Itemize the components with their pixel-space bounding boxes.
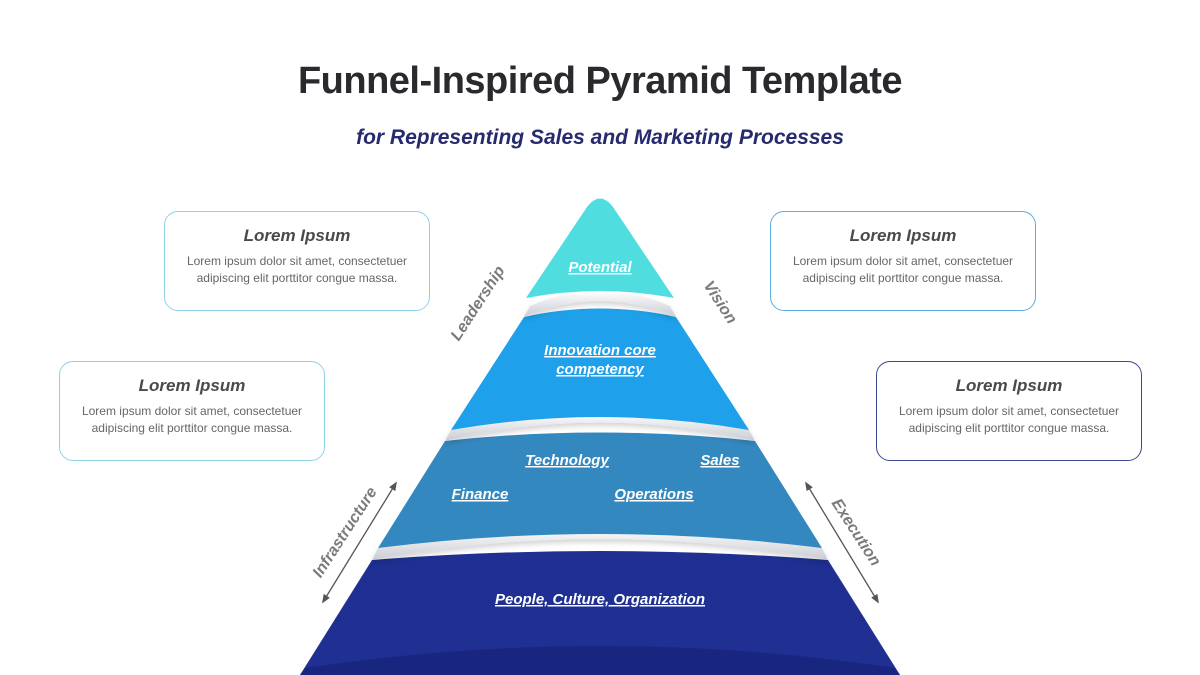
level-2-label-line1: Innovation core [544,342,656,359]
card-heading: Lorem Ipsum [138,376,246,395]
info-card-top-right: Lorem Ipsum Lorem ipsum dolor sit amet, … [770,211,1036,311]
level-3-technology: Technology [525,452,609,469]
card-heading: Lorem Ipsum [849,226,957,245]
pyramid-level-3 [378,432,822,548]
level-3-operations: Operations [614,486,693,503]
pyramid-separator [524,291,676,317]
info-card-mid-left: Lorem Ipsum Lorem ipsum dolor sit amet, … [59,361,325,461]
level-4-label: People, Culture, Organization [495,591,705,608]
side-label-vision: Vision [700,278,740,327]
level-3-sales: Sales [700,452,739,469]
card-heading: Lorem Ipsum [243,226,351,245]
side-label-leadership: Leadership [448,263,509,344]
card-body: Lorem ipsum dolor sit amet, consectetuer… [792,254,1014,285]
pyramid-level-2 [451,308,749,430]
pyramid-level-4 [300,551,900,675]
card-body: Lorem ipsum dolor sit amet, consectetuer… [186,254,408,285]
info-card-mid-right: Lorem Ipsum Lorem ipsum dolor sit amet, … [876,361,1142,461]
level-3-finance: Finance [452,486,509,503]
double-arrow-left [322,481,397,604]
card-body: Lorem ipsum dolor sit amet, consectetuer… [81,404,303,435]
page-subtitle: for Representing Sales and Marketing Pro… [356,126,844,149]
page-title: Funnel-Inspired Pyramid Template [297,60,903,102]
card-body: Lorem ipsum dolor sit amet, consectetuer… [898,404,1120,435]
level-2-label-line2: competency [556,361,644,378]
pyramid-level-1 [526,198,674,298]
double-arrow-right [805,481,879,604]
card-heading: Lorem Ipsum [955,376,1063,395]
level-1-label: Potential [568,259,632,276]
info-card-top-left: Lorem Ipsum Lorem ipsum dolor sit amet, … [164,211,430,311]
pyramid-base-arc [300,646,900,675]
